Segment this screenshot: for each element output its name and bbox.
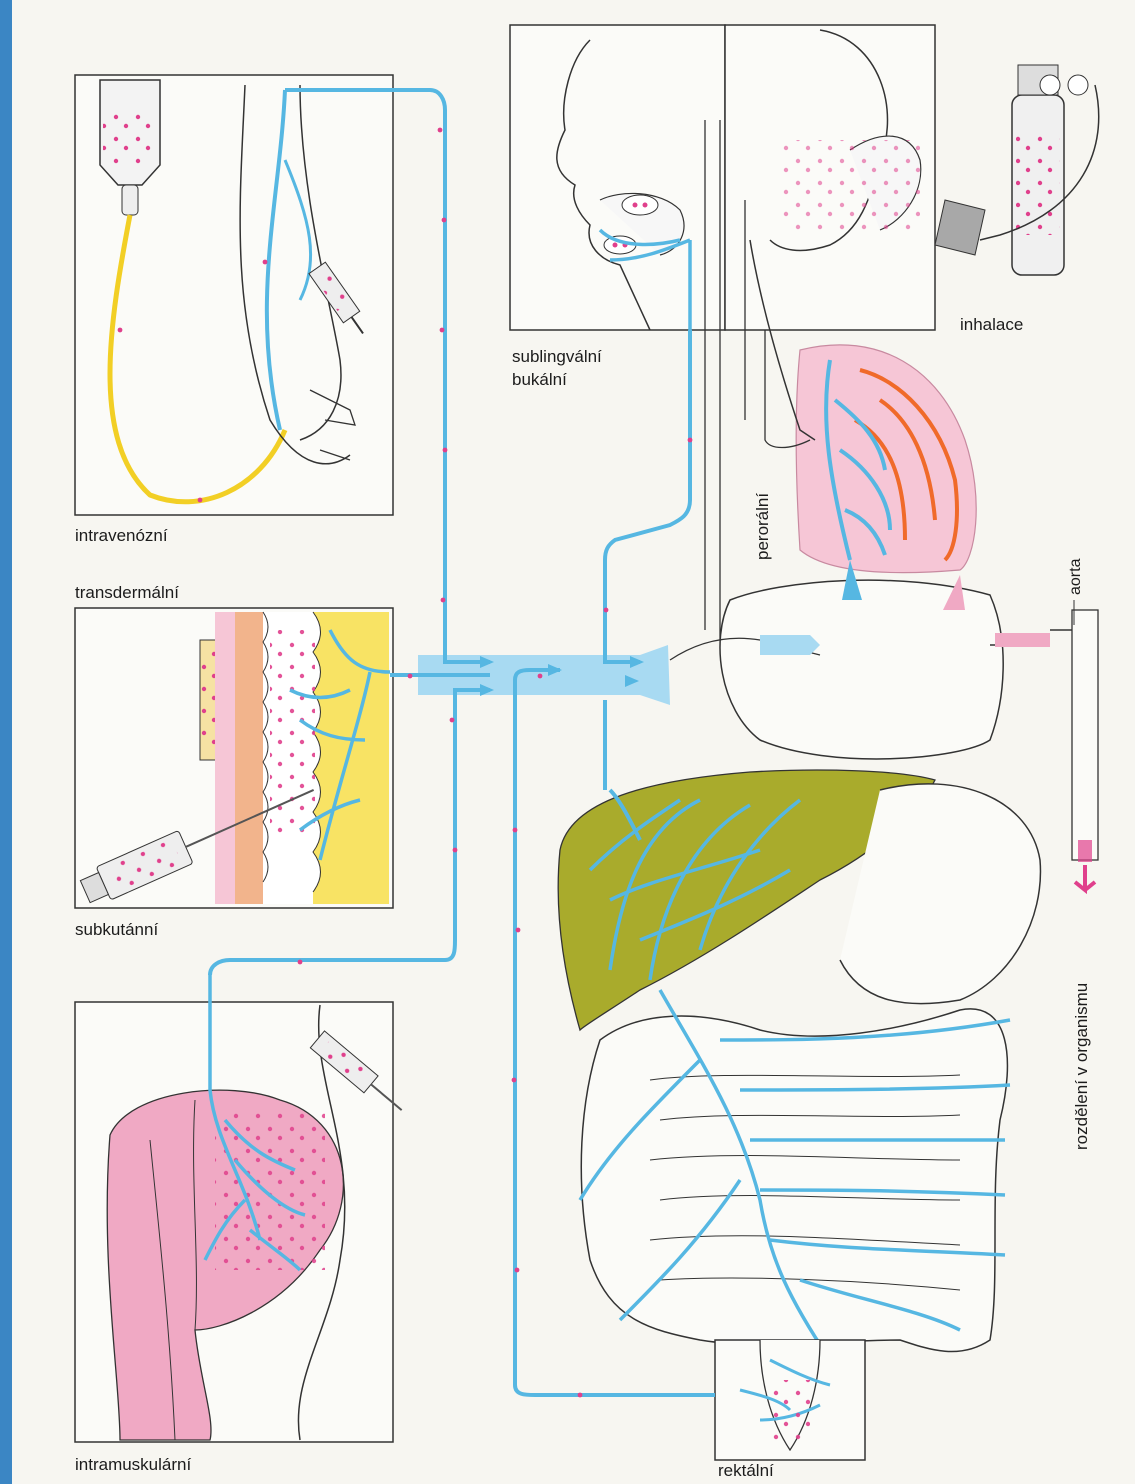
- label-distribution: rozdělení v organismu: [1072, 983, 1091, 1150]
- panel-rectal: [715, 1340, 865, 1460]
- label-inhalation: inhalace: [960, 315, 1023, 334]
- inhaler-device: [935, 65, 1099, 275]
- label-transdermal: transdermální: [75, 583, 179, 602]
- panel-intramuscular: [75, 975, 409, 1442]
- label-rectal: rektální: [718, 1461, 774, 1480]
- label-intravenous: intravenózní: [75, 526, 168, 545]
- panel-intravenous: [75, 75, 393, 515]
- intestines: [580, 990, 1010, 1360]
- label-sublingual: sublingvální: [512, 347, 602, 366]
- label-intramuscular: intramuskulární: [75, 1455, 191, 1474]
- label-oral: perorální: [753, 493, 772, 560]
- label-subcutaneous: subkutánní: [75, 920, 158, 939]
- panel-transdermal-subcutaneous: [75, 608, 393, 908]
- label-buccal: bukální: [512, 370, 567, 389]
- label-aorta: aorta: [1067, 558, 1084, 595]
